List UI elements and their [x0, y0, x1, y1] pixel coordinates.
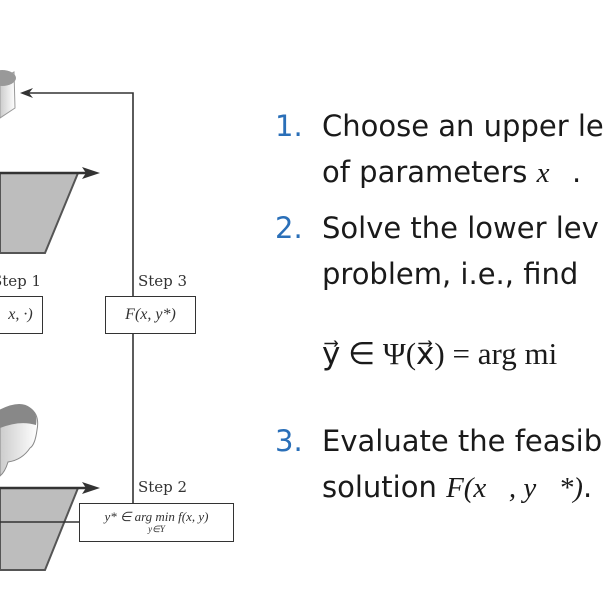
step3-box: F(x, y*)	[105, 296, 196, 334]
step1-formula: x, ·)	[8, 306, 33, 323]
item-punct: .	[572, 155, 582, 189]
item-number: 2.	[275, 211, 303, 245]
step2-label: Step 2	[138, 478, 188, 496]
item-text-cont: solution	[322, 470, 447, 504]
list-item-1: 1. Choose an upper le of parameters x⃗.	[275, 103, 604, 196]
item-number: 1.	[275, 109, 303, 143]
item-math: F(x⃗, y⃗*)	[446, 472, 583, 504]
item-text: Evaluate the feasib	[322, 424, 603, 458]
item-text-cont: problem, i.e., find	[322, 257, 579, 291]
step1-box: x, ·)	[0, 296, 43, 334]
lower-arrowhead	[82, 482, 100, 494]
list-item-3: 3. Evaluate the feasib solution F(x⃗, y⃗*…	[275, 418, 602, 511]
step2-box: y* ∈ arg min f(x, y) y∈Y	[79, 503, 234, 542]
step1-label: Step 1	[0, 272, 42, 290]
feedback-arrowhead	[20, 88, 33, 98]
upper-arrowhead	[82, 167, 100, 179]
item-text-cont: of parameters	[322, 155, 537, 189]
lower-blob-shape	[0, 404, 39, 477]
step3-formula: F(x, y*)	[125, 306, 176, 323]
step2-formula: y* ∈ arg min f(x, y)	[104, 508, 209, 524]
item-number: 3.	[275, 424, 303, 458]
item-text: Choose an upper le	[322, 109, 604, 143]
upper-parallelogram	[0, 172, 80, 254]
list-item-2: 2. Solve the lower lev problem, i.e., fin…	[275, 205, 599, 297]
step3-label: Step 3	[138, 272, 188, 290]
item-text: Solve the lower lev	[322, 211, 599, 245]
upper-cone-shape	[0, 70, 16, 119]
item-math: x⃗	[536, 157, 573, 189]
feedback-arrow-line	[26, 92, 134, 300]
item-punct: .	[582, 470, 593, 504]
step2-subscript: y∈Y	[148, 523, 165, 534]
lower-parallelogram	[0, 487, 80, 571]
lower-level-formula: y⃗ ∈ Ψ(x⃗) = arg mi	[322, 336, 558, 371]
